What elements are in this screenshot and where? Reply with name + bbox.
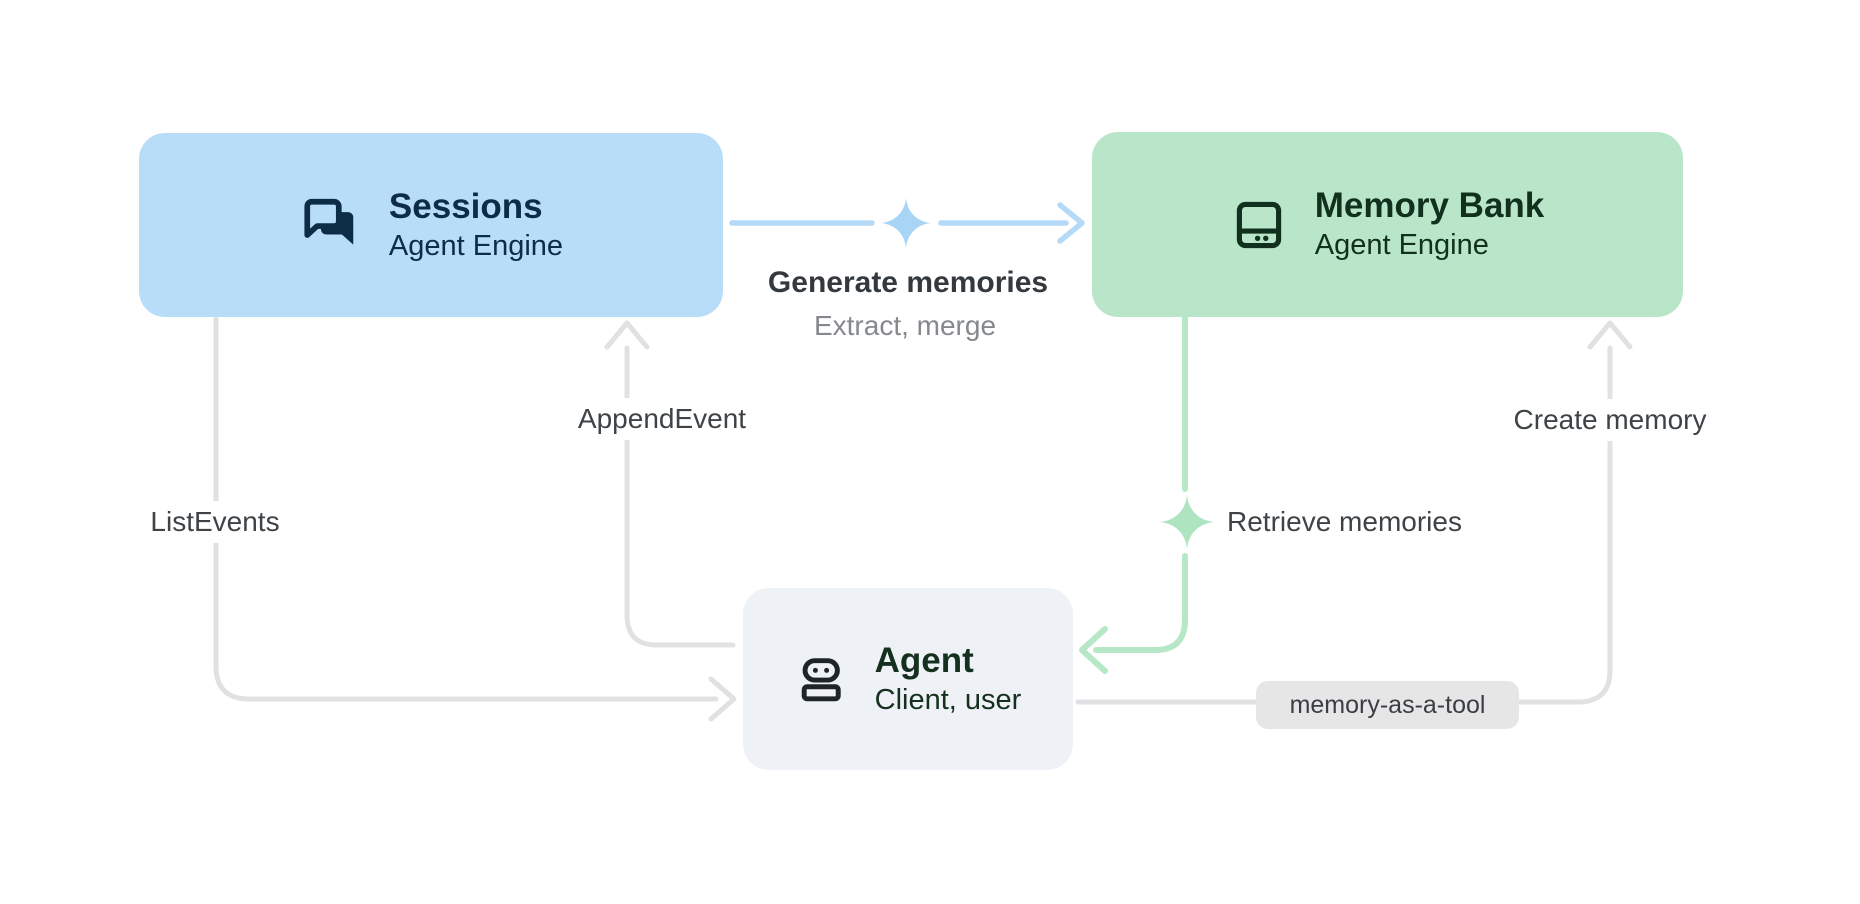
append-event-line [624, 345, 736, 648]
append-event-arrowhead-icon [604, 320, 650, 350]
node-agent: Agent Client, user [743, 588, 1073, 770]
memory-storage-icon [1236, 201, 1281, 248]
generate-arrowhead-icon [1057, 202, 1085, 244]
edge-generate-memories [729, 202, 1085, 244]
append-event-label: AppendEvent [569, 398, 755, 440]
memory-as-a-tool-badge: memory-as-a-tool [1256, 681, 1519, 729]
edge-append-event [604, 320, 736, 648]
memory-bank-title: Memory Bank [1314, 186, 1545, 225]
extract-merge-sublabel: Extract, merge [813, 310, 997, 341]
agent-title: Agent [874, 640, 974, 680]
edge-list-events [213, 313, 737, 722]
create-memory-arrowhead-icon [1587, 320, 1633, 350]
node-memory-bank: Memory Bank Agent Engine [1092, 132, 1683, 317]
retrieve-arrowhead-icon [1079, 626, 1108, 674]
generate-memories-label: Generate memories [767, 266, 1049, 299]
edge-retrieve-memories [1079, 314, 1188, 674]
robot-icon [801, 658, 841, 702]
retrieve-line-bottom [1093, 553, 1188, 653]
sessions-subtitle: Agent Engine [388, 229, 564, 262]
sessions-title: Sessions [388, 186, 543, 226]
agent-subtitle: Client, user [874, 683, 1022, 716]
sparkle-green-icon [1159, 494, 1215, 550]
list-events-line [213, 313, 719, 702]
sparkle-blue-icon [880, 197, 932, 249]
create-memory-label: Create memory [1505, 399, 1715, 441]
retrieve-memories-label: Retrieve memories [1227, 506, 1462, 537]
chat-forum-icon [304, 198, 357, 248]
list-events-arrowhead-icon [708, 676, 737, 722]
node-sessions: Sessions Agent Engine [139, 133, 723, 317]
list-events-label: ListEvents [142, 501, 288, 543]
memory-bank-subtitle: Agent Engine [1314, 229, 1489, 261]
